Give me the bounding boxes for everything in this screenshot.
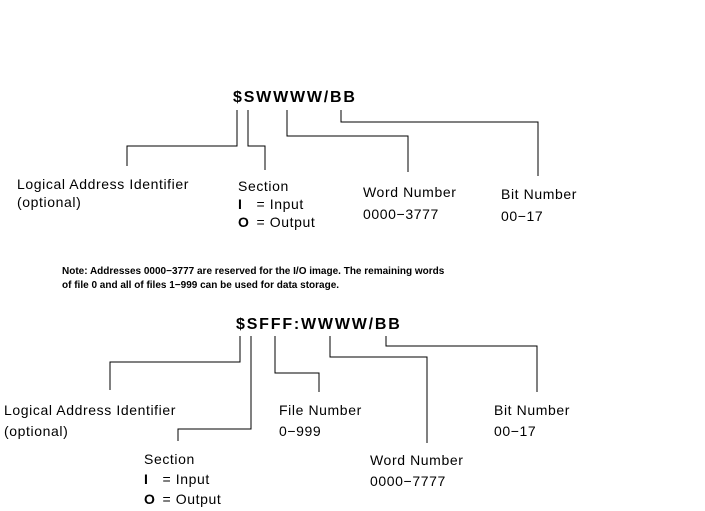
bit-number-range: 00−17	[501, 208, 544, 224]
connector-bit-2	[385, 336, 538, 392]
word-number-range: 0000−7777	[370, 473, 446, 489]
input-key: I	[238, 196, 243, 212]
address-format-1: $SWWWW/BB	[233, 89, 357, 106]
logical-address-title: Logical Address Identifier	[17, 176, 190, 192]
section-input: I = Input	[144, 469, 221, 489]
connector-word-2	[329, 336, 428, 443]
connector-logical-2	[109, 336, 241, 390]
connector-bit-1	[340, 110, 539, 176]
bit-number-label-2: Bit Number 00−17	[494, 400, 570, 442]
input-text: = Input	[162, 471, 210, 487]
logical-address-label-2: Logical Address Identifier (optional)	[4, 400, 176, 442]
connector-section-2	[177, 336, 252, 441]
note-line-2: of file 0 and all of files 1−999 can be …	[62, 280, 340, 291]
file-number-label-2: File Number 0−999	[279, 400, 362, 442]
file-number-range: 0−999	[279, 423, 322, 439]
section-input: I = Input	[238, 195, 315, 213]
note-line-1: Note: Addresses 0000−3777 are reserved f…	[62, 266, 445, 277]
logical-address-label-1: Logical Address Identifier (optional)	[17, 175, 189, 211]
connector-file-2	[274, 336, 320, 392]
section-title: Section	[238, 178, 289, 194]
bit-number-title: Bit Number	[501, 186, 578, 202]
output-text: = Output	[256, 214, 316, 230]
storage-note: Note: Addresses 0000−3777 are reserved f…	[62, 265, 444, 293]
bit-number-title: Bit Number	[494, 402, 571, 418]
input-text: = Input	[256, 196, 304, 212]
output-text: = Output	[162, 491, 222, 507]
section-label-2: Section I = Input O = Output	[144, 449, 221, 509]
word-number-title: Word Number	[370, 452, 464, 468]
section-output: O = Output	[144, 489, 221, 509]
output-key: O	[238, 214, 250, 230]
bit-number-label-1: Bit Number 00−17	[501, 183, 577, 227]
logical-address-optional: (optional)	[4, 423, 69, 439]
address-format-2: $SFFF:WWWW/BB	[236, 316, 402, 333]
connector-section-1	[247, 110, 266, 170]
connector-logical-1	[126, 110, 238, 166]
bit-number-range: 00−17	[494, 423, 537, 439]
file-number-title: File Number	[279, 402, 362, 418]
connector-word-1	[286, 110, 409, 172]
logical-address-optional: (optional)	[17, 194, 82, 210]
word-number-title: Word Number	[363, 184, 457, 200]
input-key: I	[144, 471, 149, 487]
logical-address-title: Logical Address Identifier	[4, 402, 177, 418]
section-label-1: Section I = Input O = Output	[238, 177, 315, 231]
word-number-label-2: Word Number 0000−7777	[370, 450, 463, 492]
section-output: O = Output	[238, 213, 315, 231]
section-title: Section	[144, 451, 195, 467]
word-number-range: 0000−3777	[363, 206, 439, 222]
output-key: O	[144, 491, 156, 507]
word-number-label-1: Word Number 0000−3777	[363, 181, 456, 225]
